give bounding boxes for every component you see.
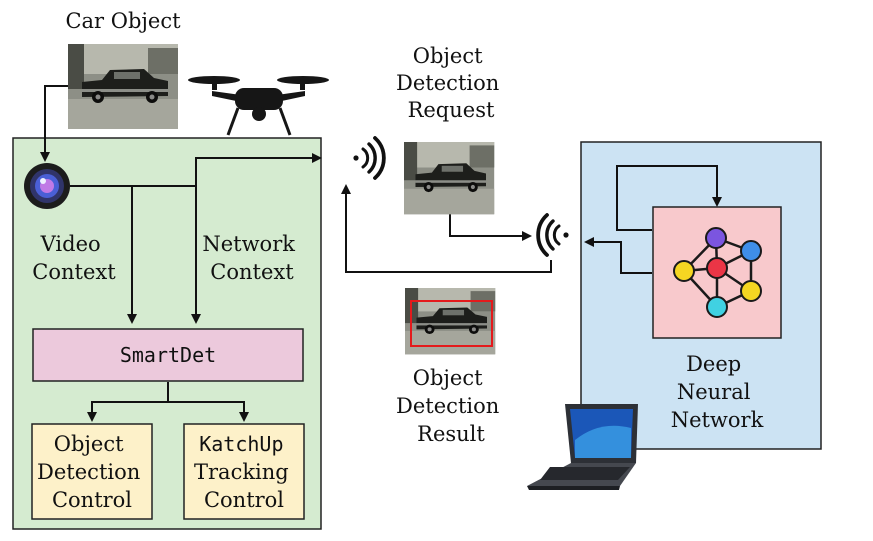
deep-neural-network-label: Deep Neural Network	[671, 352, 764, 432]
car-photo	[68, 44, 178, 129]
request-car-photo	[404, 142, 495, 215]
object-detection-result-label: Object Detection Result	[396, 366, 506, 446]
object-detection-request-label: Object Detection Request	[396, 44, 506, 122]
camera-lens-icon	[24, 163, 70, 209]
wireless-signal-icon	[351, 136, 386, 180]
smartdet-box	[32, 328, 304, 382]
smartdet-label: SmartDet	[120, 343, 216, 367]
object-detection-control-box	[31, 423, 153, 520]
connector-lines	[40, 85, 722, 422]
laptop-icon	[527, 404, 638, 490]
neural-network-icon	[673, 227, 762, 318]
network-context-label: Network Context	[202, 232, 301, 284]
car-object-label: Car Object	[65, 9, 181, 33]
detection-bounding-box	[410, 300, 493, 347]
wireless-signal-icon	[536, 213, 571, 257]
video-context-label: Video Context	[32, 232, 116, 284]
katchup-tracking-control-label: KatchUp Tracking Control	[194, 432, 294, 512]
object-detection-control-label: Object Detection Control	[37, 432, 147, 512]
drone-icon	[188, 76, 329, 136]
katchup-tracking-control-box	[183, 423, 305, 520]
result-car-photo	[405, 288, 496, 355]
